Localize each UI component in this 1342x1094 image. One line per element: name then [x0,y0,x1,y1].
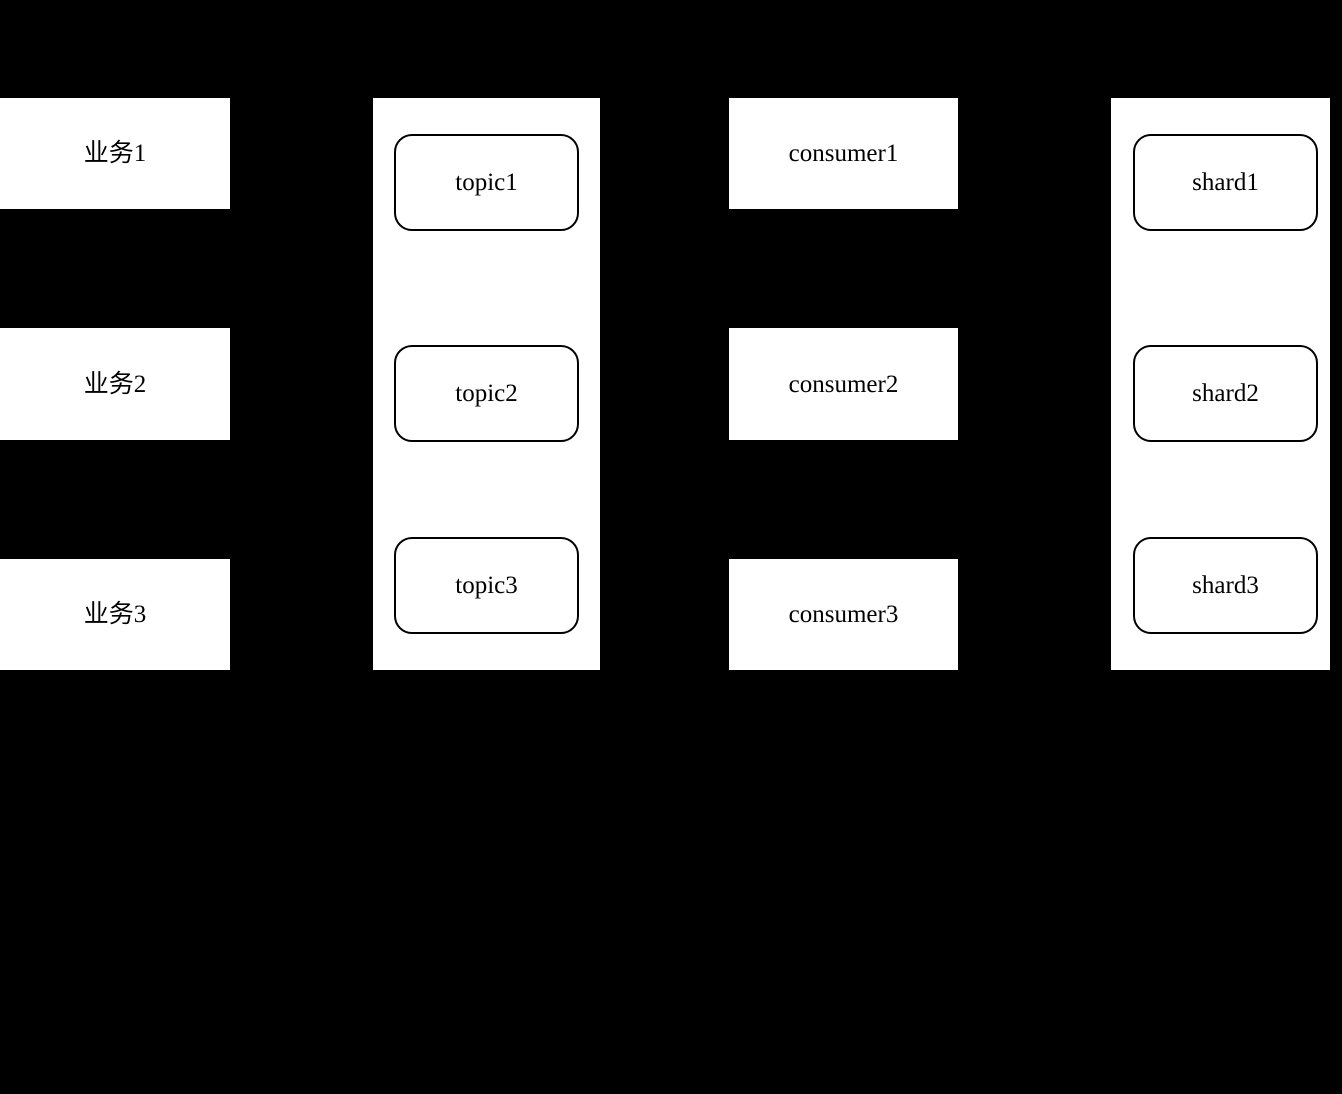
topic-node-1-label: topic1 [455,169,518,196]
topic-node-1[interactable]: topic1 [394,134,579,231]
consumer-node-1-label: consumer1 [788,140,899,167]
business-node-2-label: 业务2 [83,370,147,398]
topic-node-3[interactable]: topic3 [394,537,579,634]
shard-node-2[interactable]: shard2 [1133,345,1318,442]
shard-node-3[interactable]: shard3 [1133,537,1318,634]
business-node-1-label: 业务1 [83,140,147,167]
shard-node-2-label: shard2 [1192,380,1259,407]
consumer-node-2-label: consumer2 [788,370,899,398]
business-node-2[interactable]: 业务2 [0,328,230,440]
topic-node-3-label: topic3 [455,572,518,599]
consumer-node-3[interactable]: consumer3 [729,559,958,670]
business-node-1[interactable]: 业务1 [0,98,230,209]
topic-node-2-label: topic2 [455,380,518,407]
business-node-3[interactable]: 业务3 [0,559,230,670]
shard-node-3-label: shard3 [1192,572,1259,599]
shard-node-1[interactable]: shard1 [1133,134,1318,231]
topic-node-2[interactable]: topic2 [394,345,579,442]
shard-node-1-label: shard1 [1192,169,1259,196]
consumer-node-3-label: consumer3 [788,601,899,628]
business-node-3-label: 业务3 [83,601,147,628]
consumer-node-1[interactable]: consumer1 [729,98,958,209]
consumer-node-2[interactable]: consumer2 [729,328,958,440]
